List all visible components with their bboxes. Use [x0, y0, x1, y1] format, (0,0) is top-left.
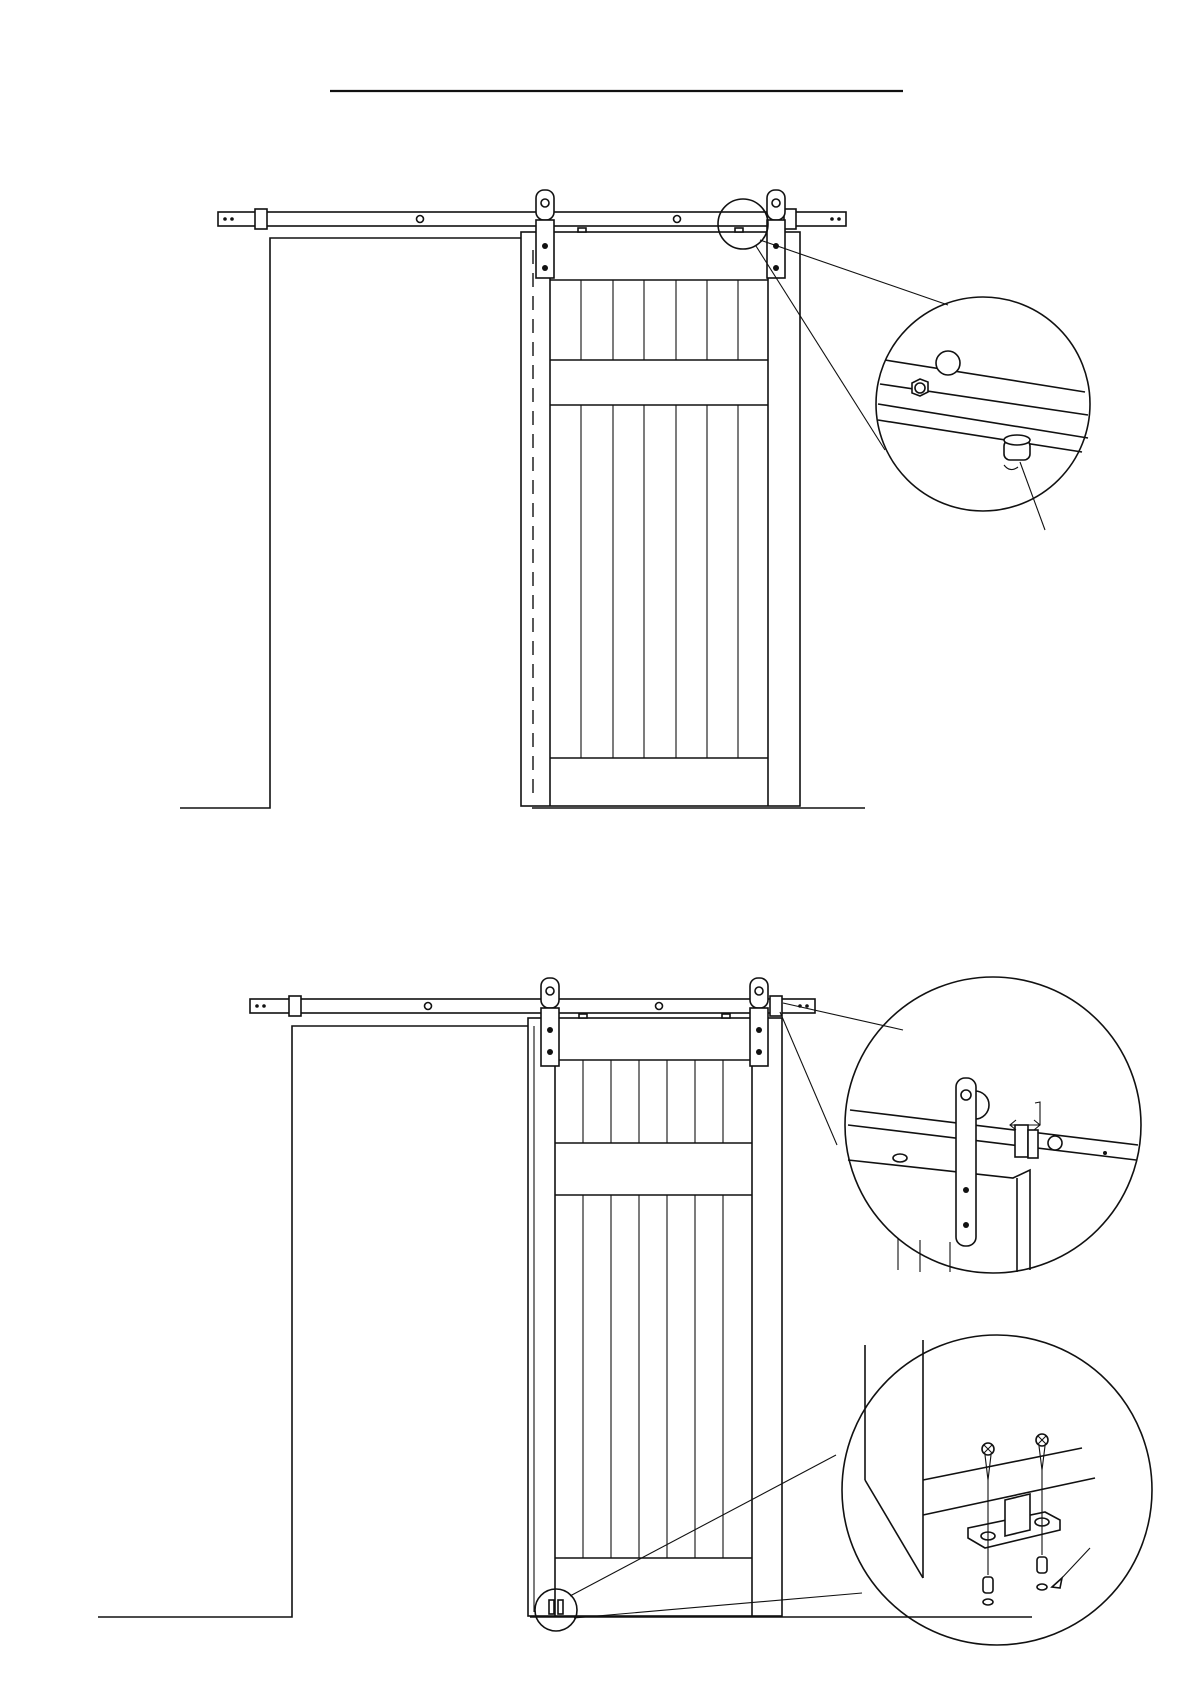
step-2-diagram: [98, 977, 1152, 1645]
door-stopper-detail: [876, 297, 1090, 530]
barn-door: [521, 228, 800, 806]
floor-guide-detail: [842, 1335, 1152, 1645]
hanger-right: [767, 190, 785, 278]
track-rail: [250, 996, 815, 1016]
step-1-diagram: [180, 190, 1090, 808]
wall-opening: [98, 1026, 530, 1617]
anchor-icon: [983, 1577, 993, 1593]
hanger-left: [541, 978, 559, 1066]
hanger-left: [536, 190, 554, 278]
track-rail: [218, 209, 846, 229]
wall-opening: [180, 238, 532, 808]
anti-jump-stop-detail: [845, 977, 1141, 1273]
hanger-right: [750, 978, 768, 1066]
barn-door: [528, 1014, 782, 1616]
anchor-icon: [1037, 1557, 1047, 1573]
